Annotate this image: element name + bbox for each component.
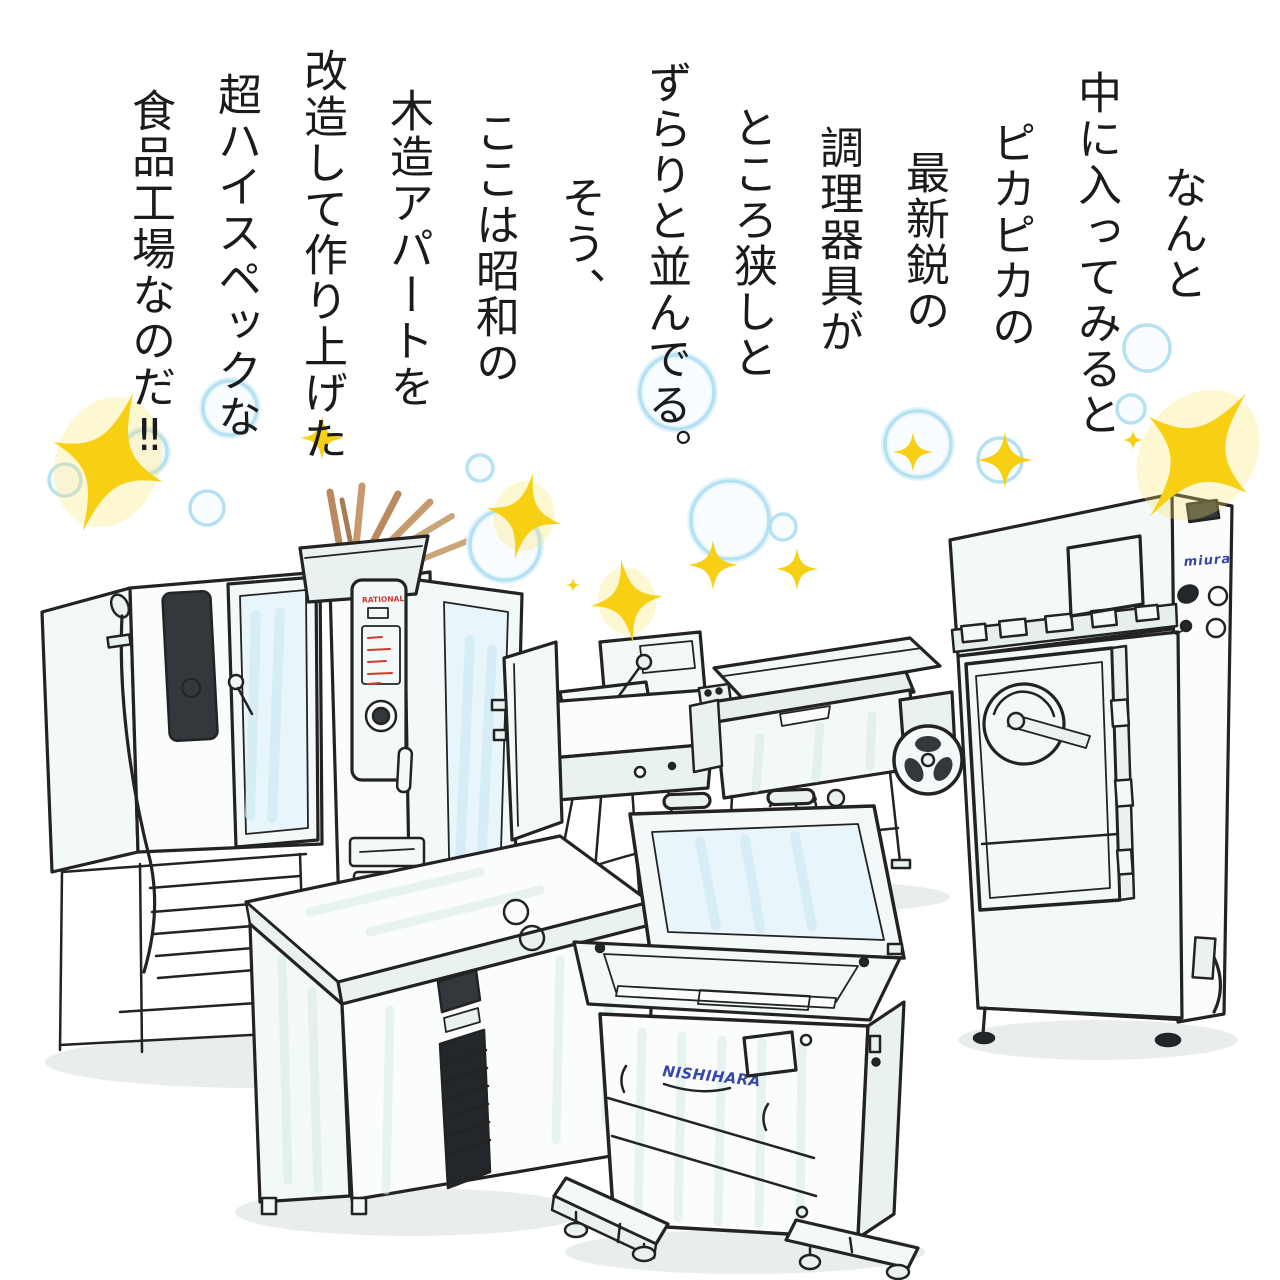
pressure-gauge (982, 682, 1091, 766)
narration-line: 最新鋭の (898, 150, 949, 334)
packer-legs (550, 1176, 920, 1280)
packer-chamber (572, 940, 904, 1022)
sparkles (53, 389, 1260, 643)
narration-line: 改造して作り上げた (296, 48, 347, 462)
narration-line: 木造アパートを (382, 88, 433, 410)
tilt-handwheel (892, 724, 964, 796)
narration-line: ずらりと並んでる。 (640, 60, 691, 474)
body-handle (762, 1102, 770, 1132)
narration-line: なんと (1156, 165, 1207, 303)
miura-logo: miura (1183, 552, 1231, 570)
narration-line: ピカピカの (984, 120, 1035, 350)
fridge-display (436, 968, 482, 1033)
table-handle (502, 898, 530, 926)
hinge-teeth (959, 603, 1160, 644)
miura-base (972, 936, 1222, 1048)
packer-body: NISHIHARA (598, 1000, 906, 1240)
prep-table-fridge (244, 834, 656, 1216)
control-screen (1066, 534, 1145, 618)
narration-line: ところ狭しと (726, 105, 777, 381)
oven-door-handle (395, 746, 414, 794)
narration-line: 調理器具が (812, 125, 863, 355)
oven-control-panel (161, 590, 219, 742)
narration-line: 中に入ってみると (1070, 70, 1121, 438)
narration-line: そう、 (554, 175, 605, 313)
retort-door (964, 644, 1136, 912)
hand-shower (106, 593, 157, 974)
narration-text: なんと 中に入ってみると ピカピカの 最新鋭の 調理器具が ところ狭しと ずらり… (106, 28, 1224, 568)
combi-oven-right: RATIONAL (298, 482, 524, 957)
combi-oven-left (40, 570, 324, 974)
tilting-kettle (688, 636, 964, 888)
fridge-vent-grille (438, 1028, 492, 1190)
rational-control-strip: RATIONAL (350, 578, 408, 782)
narration-line: ここは昭和の (468, 110, 519, 386)
table-handle (518, 924, 546, 952)
packer-lid (628, 787, 906, 960)
side-panel: miura (1175, 498, 1232, 639)
miura-sterilizer: miura (948, 492, 1234, 1048)
rational-logo: RATIONAL (362, 594, 405, 604)
narration-line: 超ハイスペックな (210, 72, 261, 440)
body-handle (620, 1064, 628, 1094)
slicer-plate (490, 640, 564, 842)
door-handle (227, 673, 245, 691)
vacuum-packer: NISHIHARA (550, 787, 920, 1280)
narration-line: 食品工場なのだ‼ (124, 88, 175, 463)
packer-touchscreen (742, 1030, 798, 1078)
